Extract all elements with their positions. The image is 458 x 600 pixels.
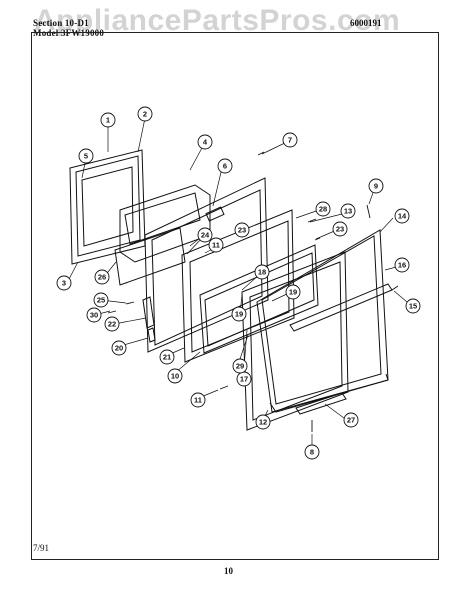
callout-number: 20 bbox=[115, 344, 123, 353]
callout-20: 20 bbox=[111, 340, 127, 356]
callout-1: 1 bbox=[100, 112, 116, 128]
callout-23b: 23 bbox=[332, 221, 348, 237]
callout-17: 17 bbox=[236, 371, 252, 387]
callout-number: 7 bbox=[288, 136, 292, 145]
callout-number: 23 bbox=[238, 226, 246, 235]
callout-25: 25 bbox=[93, 292, 109, 308]
callout-number: 12 bbox=[259, 418, 267, 427]
callout-number: 21 bbox=[163, 353, 171, 362]
form-number: 6000191 bbox=[350, 18, 382, 28]
callout-number: 2 bbox=[143, 110, 147, 119]
callout-11b: 11 bbox=[190, 392, 206, 408]
callout-number: 9 bbox=[374, 182, 378, 191]
callout-10: 10 bbox=[167, 368, 183, 384]
callout-number: 15 bbox=[409, 302, 417, 311]
callout-19b: 19 bbox=[285, 284, 301, 300]
header-left: Section 10-D1 Model 3FW19000 bbox=[33, 18, 104, 38]
callout-number: 22 bbox=[108, 320, 116, 329]
callout-number: 5 bbox=[84, 152, 88, 161]
callout-number: 24 bbox=[201, 231, 210, 240]
callout-23a: 23 bbox=[234, 222, 250, 238]
lower-trim-part bbox=[295, 392, 347, 415]
callout-number: 19 bbox=[235, 310, 243, 319]
diagram-frame bbox=[31, 32, 439, 560]
callout-number: 29 bbox=[236, 362, 244, 371]
callout-18: 18 bbox=[254, 264, 270, 280]
outer-door-panel bbox=[256, 229, 389, 413]
callout-number: 18 bbox=[258, 268, 266, 277]
callout-30: 30 bbox=[86, 307, 102, 323]
callout-21: 21 bbox=[159, 349, 175, 365]
callout-26: 26 bbox=[94, 269, 110, 285]
callout-number: 6 bbox=[223, 162, 227, 171]
watermark: AppliancePartsPros.com bbox=[34, 4, 401, 37]
callout-number: 14 bbox=[398, 212, 407, 221]
callout-number: 11 bbox=[212, 241, 220, 250]
hinge-part bbox=[142, 296, 156, 343]
callout-15: 15 bbox=[405, 298, 421, 314]
callout-number: 26 bbox=[98, 273, 106, 282]
page-number: 10 bbox=[224, 566, 233, 576]
callout-circles: 1234567891011111213141516171819192021222… bbox=[56, 106, 421, 460]
callout-number: 23 bbox=[336, 225, 344, 234]
callout-number: 30 bbox=[90, 311, 98, 320]
callout-5: 5 bbox=[78, 148, 94, 164]
callout-8: 8 bbox=[304, 444, 320, 460]
callout-2: 2 bbox=[137, 106, 153, 122]
door-liner-part bbox=[69, 149, 146, 265]
section-line: Section 10-D1 bbox=[33, 18, 89, 28]
model-line: Model 3FW19000 bbox=[33, 28, 105, 38]
callout-16: 16 bbox=[394, 257, 410, 273]
callout-number: 13 bbox=[344, 207, 352, 216]
callout-number: 11 bbox=[194, 396, 202, 405]
callout-number: 10 bbox=[171, 372, 179, 381]
callout-29: 29 bbox=[232, 358, 248, 374]
callout-6: 6 bbox=[217, 158, 233, 174]
callout-28: 28 bbox=[315, 201, 331, 217]
callout-27: 27 bbox=[343, 412, 359, 428]
callout-number: 3 bbox=[62, 279, 66, 288]
callout-number: 16 bbox=[398, 261, 406, 270]
callout-7: 7 bbox=[282, 132, 298, 148]
callout-number: 1 bbox=[106, 116, 110, 125]
callout-number: 8 bbox=[310, 448, 314, 457]
callout-number: 19 bbox=[289, 288, 297, 297]
callout-3: 3 bbox=[56, 275, 72, 291]
callout-11a: 11 bbox=[208, 237, 224, 253]
callout-13: 13 bbox=[340, 203, 356, 219]
callout-22: 22 bbox=[104, 316, 120, 332]
glass-retainer-part bbox=[199, 244, 319, 354]
insulation-part bbox=[119, 184, 211, 263]
door-handle-part bbox=[289, 283, 399, 332]
callout-24: 24 bbox=[197, 227, 213, 243]
callout-number: 4 bbox=[203, 138, 208, 147]
callout-19a: 19 bbox=[231, 306, 247, 322]
callout-4: 4 bbox=[197, 134, 213, 150]
callout-number: 28 bbox=[319, 205, 327, 214]
callout-9: 9 bbox=[368, 178, 384, 194]
glass-panel-part bbox=[181, 209, 295, 363]
screws bbox=[107, 151, 371, 432]
inner-panel-part bbox=[144, 177, 269, 353]
insulation-lower bbox=[114, 227, 186, 286]
callout-12: 12 bbox=[255, 414, 271, 430]
revision-date: 7/91 bbox=[33, 543, 50, 553]
callout-14: 14 bbox=[394, 208, 410, 224]
callout-number: 27 bbox=[347, 416, 355, 425]
callout-number: 25 bbox=[97, 296, 105, 305]
callout-number: 17 bbox=[240, 375, 248, 384]
